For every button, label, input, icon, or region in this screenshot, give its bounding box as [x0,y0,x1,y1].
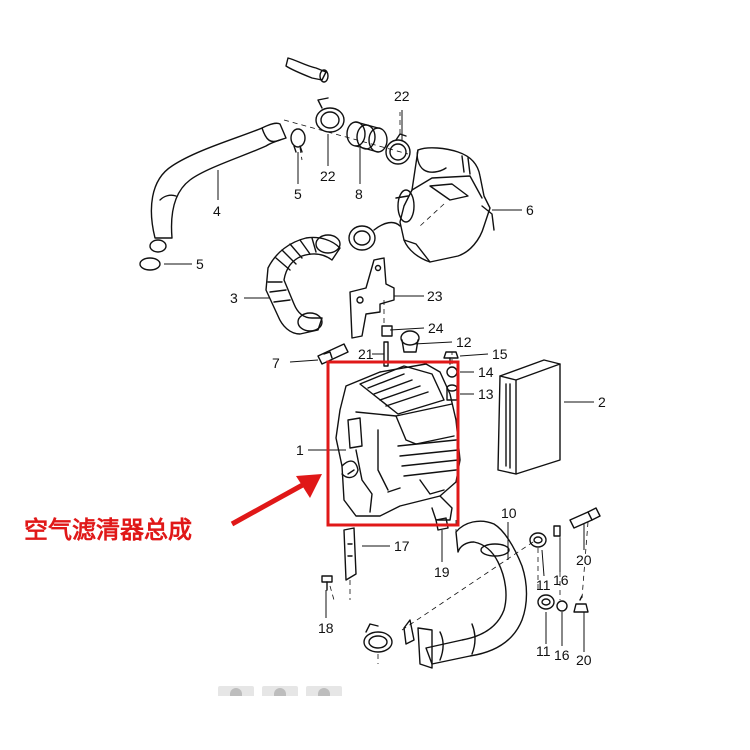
label-part-24: 24 [428,320,444,336]
intake-hose-part-4 [150,122,287,239]
clamp-part-22-left [315,97,345,133]
label-part-14: 14 [478,364,494,380]
label-part-16-lower: 16 [554,647,570,663]
clamp-part-22-right [385,133,411,165]
washer-part-16-lower [556,600,568,612]
callout-label: 空气滤清器总成 [24,516,192,544]
thumbnail-1[interactable] [218,686,254,696]
washer-part-14 [446,366,458,378]
bolt-part-18 [321,575,333,591]
label-part-10: 10 [501,505,517,521]
damper-part-13 [446,384,458,401]
label-part-20-upper: 20 [576,552,592,568]
label-part-1: 1 [296,442,304,458]
callout-arrow [230,474,322,527]
label-part-18: 18 [318,620,334,636]
label-part-22-left: 22 [320,168,336,184]
label-part-23: 23 [427,288,443,304]
pin-part-21 [383,341,389,367]
label-part-12: 12 [456,334,472,350]
part-labels: 4 5 5 22 8 22 6 3 23 24 7 21 12 15 14 13… [196,88,606,668]
label-part-5-lower: 5 [196,256,204,272]
label-part-15: 15 [492,346,508,362]
clamp-part-10-lower [363,623,393,653]
hose-clamp-5-upper [290,128,306,153]
label-part-19: 19 [434,564,450,580]
thumbnail-2[interactable] [262,686,298,696]
outlet-pipe-part-10 [403,520,528,669]
bolt-part-20-upper [569,507,601,529]
air-filter-housing-part-1 [335,363,461,521]
nut-part-12 [381,325,393,337]
label-part-5-upper: 5 [294,186,302,202]
label-part-13: 13 [478,386,494,402]
washer-part-16-upper [553,525,561,537]
label-part-3: 3 [230,290,238,306]
label-part-6: 6 [526,202,534,218]
thumbnail-3[interactable] [306,686,342,696]
label-part-16-upper: 16 [553,572,569,588]
seal-part-19 [435,517,449,531]
label-part-2: 2 [598,394,606,410]
label-part-20-lower: 20 [576,652,592,668]
label-part-7: 7 [272,355,280,371]
bolt-part-20-lower [573,595,589,613]
filter-element-part-2 [497,359,561,475]
label-part-11-lower: 11 [536,643,551,659]
coupling-part-8 [346,121,388,153]
label-part-11-upper: 11 [536,577,551,593]
resonator-part-6 [395,147,495,263]
resonator-inlet-clamp [348,221,401,251]
grommet-part-11-lower [537,594,555,610]
tube-part-7 [317,343,349,365]
grommet-part-24 [400,330,420,353]
grommet-part-11-upper [529,532,547,548]
bracket-part-23 [349,257,395,339]
label-part-22-right: 22 [394,88,410,104]
bracket-part-17 [343,527,357,581]
thumbnail-strip [218,686,342,696]
hose-clamp-5-lower [139,239,167,271]
leader-lines [164,110,594,652]
label-part-4: 4 [213,203,221,219]
bellows-hose-part-3 [265,234,341,335]
highlight-box [326,360,460,527]
hose-end-top [285,57,329,83]
label-part-8: 8 [355,186,363,202]
label-part-21: 21 [358,346,374,362]
label-part-17: 17 [394,538,410,554]
